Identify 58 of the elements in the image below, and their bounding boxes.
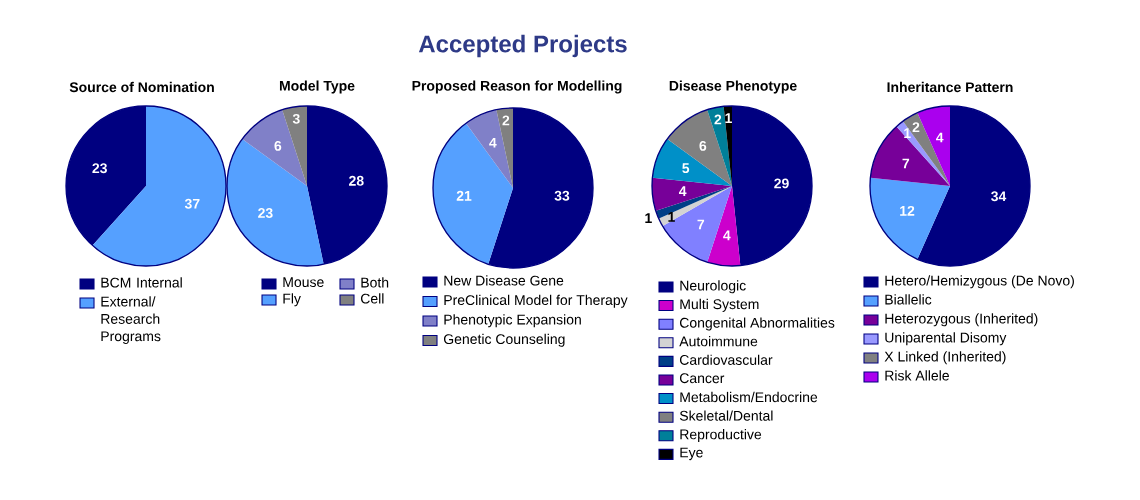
legend-label: Phenotypic Expansion	[444, 314, 581, 328]
chart-heading: Proposed Reason for Modelling	[412, 80, 622, 94]
data-label: 34	[991, 191, 1007, 202]
chart-title: Accepted Projects	[418, 34, 627, 58]
data-label: 23	[258, 208, 273, 218]
legend-label: Neurologic	[680, 280, 746, 294]
legend-label: Fly	[283, 293, 301, 307]
legend-label: Risk Allele	[885, 370, 949, 381]
data-label: 6	[274, 140, 282, 151]
data-label: 5	[682, 163, 690, 174]
legend-label: Hetero/Hemizygous (De Novo)	[885, 275, 1074, 289]
legend-label: Biallelic	[885, 294, 932, 305]
legend-label: Heterozygous (Inherited)	[885, 313, 1038, 327]
data-label: 7	[902, 158, 910, 169]
chart-heading: Disease Phenotype	[669, 80, 797, 94]
legend-label: Both	[361, 277, 389, 288]
data-label: 4	[936, 132, 944, 143]
legend-label: Autoimmune	[679, 336, 758, 347]
legend-label: Genetic Counseling	[444, 333, 565, 347]
data-label: 4	[723, 230, 731, 241]
legend-label: New Disease Gene	[444, 275, 564, 286]
legend-label: PreClinical Model for Therapy	[444, 294, 628, 308]
data-label: 7	[697, 219, 705, 230]
legend-label: Uniparental Disomy	[885, 332, 1007, 346]
data-label: 1	[904, 128, 911, 138]
legend-label: Skeletal/Dental	[679, 410, 773, 421]
chart-heading: Model Type	[279, 80, 355, 94]
legend-label: Mouse	[283, 277, 324, 288]
legend-label: Cardiovascular	[680, 354, 773, 365]
data-label: 12	[900, 205, 915, 216]
legend-label: Cell	[361, 293, 384, 304]
legend-label: Multi System	[680, 298, 759, 312]
legend-label: Eye	[680, 447, 703, 461]
chart-heading: Source of Nomination	[69, 81, 214, 93]
chart-heading: Inheritance Pattern	[887, 81, 1013, 93]
legend-label: External/ Research Programs	[101, 296, 161, 344]
data-label: 1	[668, 212, 675, 222]
legend-label: Cancer	[680, 373, 725, 384]
legend-label: BCM Internal	[101, 277, 182, 288]
data-label: 33	[554, 190, 570, 201]
data-label: 1	[725, 113, 732, 123]
legend-label: Congenital Abnormalities	[680, 317, 835, 331]
legend-label: X Linked (Inherited)	[884, 351, 1006, 365]
data-label: 2	[912, 122, 920, 132]
legend-label: Reproductive	[680, 429, 762, 443]
legend-label: Metabolism/Endocrine	[680, 391, 818, 403]
data-label: 28	[349, 175, 364, 186]
data-label: 2	[714, 114, 722, 125]
data-label: 37	[184, 198, 200, 209]
data-label: 1	[645, 213, 652, 223]
data-label: 4	[679, 186, 687, 196]
data-label: 2	[502, 115, 510, 126]
data-label: 4	[489, 137, 497, 148]
data-label: 29	[774, 178, 789, 189]
data-label: 6	[699, 140, 707, 151]
data-label: 3	[292, 113, 300, 124]
data-label: 21	[456, 190, 472, 201]
data-label: 23	[92, 163, 107, 174]
